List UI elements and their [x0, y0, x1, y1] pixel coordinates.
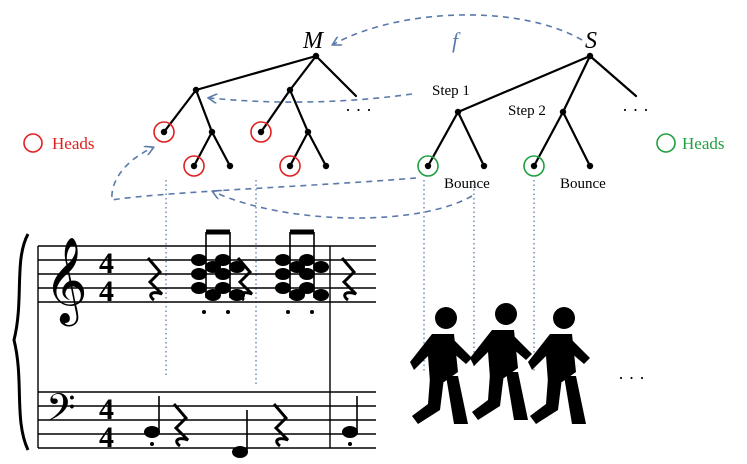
treble-time-bottom: 4 [99, 275, 114, 308]
motion-heads-legend: Heads [656, 133, 724, 153]
bass-note [342, 396, 358, 446]
music-tree: M · · · [153, 28, 372, 177]
green-circle-icon [656, 133, 676, 153]
music-head-circle [153, 121, 175, 143]
motion-bounce-label-2: Bounce [560, 176, 606, 192]
quarter-rest-icon [272, 403, 290, 448]
f-mapping-arrow [334, 14, 583, 44]
motion-step2-label: Step 2 [508, 103, 546, 119]
bass-clef-icon: 𝄢 [46, 385, 76, 439]
bass-staff [38, 391, 376, 449]
step1-mapping-arrow [210, 94, 413, 102]
music-score: 𝄞 𝄢 4 4 4 4 [12, 229, 376, 458]
music-heads-label: Heads [52, 134, 94, 153]
motion-tree-ellipsis: · · · [622, 100, 649, 120]
quarter-rest-icon [340, 257, 358, 302]
walking-person-icon [528, 307, 590, 424]
motion-head-circle [417, 155, 439, 177]
bass-time-bottom: 4 [99, 421, 114, 454]
head-mapping-arrow [111, 148, 417, 201]
walking-person-icon [470, 303, 532, 420]
quarter-rest-icon [146, 257, 164, 302]
motion-head-circle [523, 155, 545, 177]
treble-clef-icon: 𝄞 [44, 237, 88, 327]
treble-time-top: 4 [99, 247, 114, 280]
eighth-chord-pair [275, 229, 329, 314]
music-head-circle [279, 155, 301, 177]
bounce-mapping-arrow [214, 192, 473, 219]
motion-heads-label: Heads [682, 134, 724, 153]
alignment-lines [165, 180, 535, 385]
mapping-arrows: f [111, 14, 583, 219]
motion-tree-root-label: S [585, 28, 597, 54]
bass-note [144, 396, 160, 446]
motion-bounce-label-1: Bounce [444, 176, 490, 192]
quarter-rest-icon [172, 403, 190, 448]
music-heads-legend: Heads [23, 133, 94, 153]
bass-note [232, 410, 248, 458]
bass-time-top: 4 [99, 393, 114, 426]
grand-staff-brace [12, 233, 30, 451]
music-head-circle [183, 155, 205, 177]
music-tree-root-label: M [302, 28, 325, 54]
red-circle-icon [23, 133, 43, 153]
walkers-ellipsis: · · · [618, 368, 645, 388]
walking-person-icon [410, 307, 472, 424]
walking-figures: · · · [410, 303, 645, 424]
music-head-circle [250, 121, 272, 143]
music-tree-ellipsis: · · · [345, 100, 372, 120]
motion-tree: S Step 1 Step 2 Bounce Bounce · · · [417, 28, 649, 192]
motion-step1-label: Step 1 [432, 83, 470, 99]
eighth-chord-pair [191, 229, 245, 314]
mapping-function-label: f [452, 28, 461, 53]
